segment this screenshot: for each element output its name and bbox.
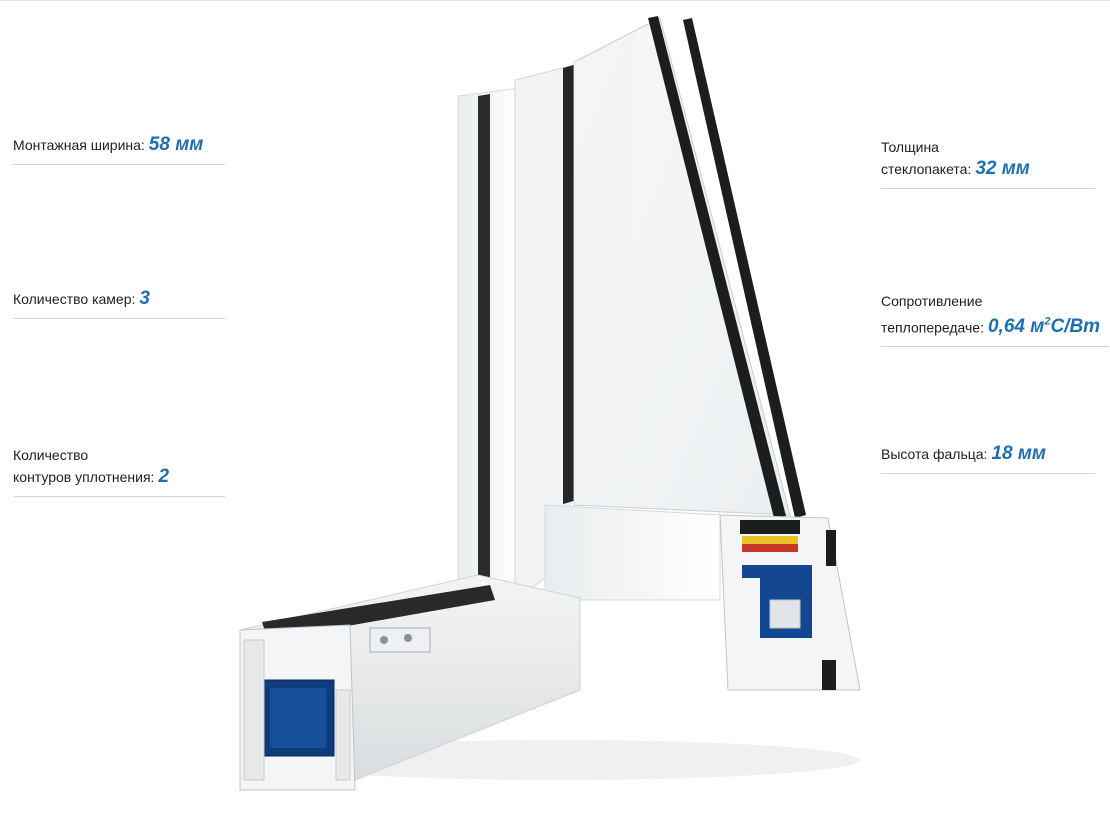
spec-label: Сопротивление	[881, 293, 983, 309]
spec-label: Количество	[13, 447, 89, 463]
spec-label: Количество камер:	[13, 291, 136, 307]
spec-value: 58 мм	[148, 134, 204, 155]
glass-pane-edge-1	[648, 16, 786, 518]
window-profile-illustration	[239, 16, 861, 791]
spec-value: 2	[158, 466, 170, 487]
spec-label: Высота фальца:	[881, 446, 988, 462]
spacer-red	[742, 544, 798, 552]
spec-rebate-height: Высота фальца:18 мм	[881, 443, 1095, 474]
glass-pane-edge-2	[683, 18, 806, 518]
hardware-clip	[369, 627, 431, 653]
top-divider	[0, 0, 1110, 1]
spec-label: Монтажная ширина:	[13, 137, 145, 153]
spec-label: теплопередаче:	[881, 319, 984, 336]
spec-label: Толщина	[881, 139, 939, 155]
spec-chamber-count: Количество камер:3	[13, 288, 225, 319]
frame-gasket-vertical	[478, 94, 490, 603]
spec-value: 0,64 м2С/Вт	[987, 316, 1101, 338]
spec-value: 32 мм	[975, 158, 1030, 179]
spec-glass-thickness: Толщина стеклопакета:32 мм	[881, 137, 1095, 189]
spacer-yellow	[742, 536, 798, 544]
spec-label: контуров уплотнения:	[13, 469, 155, 485]
spec-value: 3	[139, 288, 150, 309]
sash-horizontal	[544, 504, 721, 601]
spec-seal-contours: Количество контуров уплотнения:2	[13, 445, 225, 497]
spec-mounting-width: Монтажная ширина:58 мм	[13, 134, 225, 165]
spec-label: стеклопакета:	[881, 161, 972, 177]
spec-heat-resistance: Сопротивление теплопередаче:0,64 м2С/Вт	[881, 291, 1109, 348]
spec-value: 18 мм	[991, 443, 1046, 464]
